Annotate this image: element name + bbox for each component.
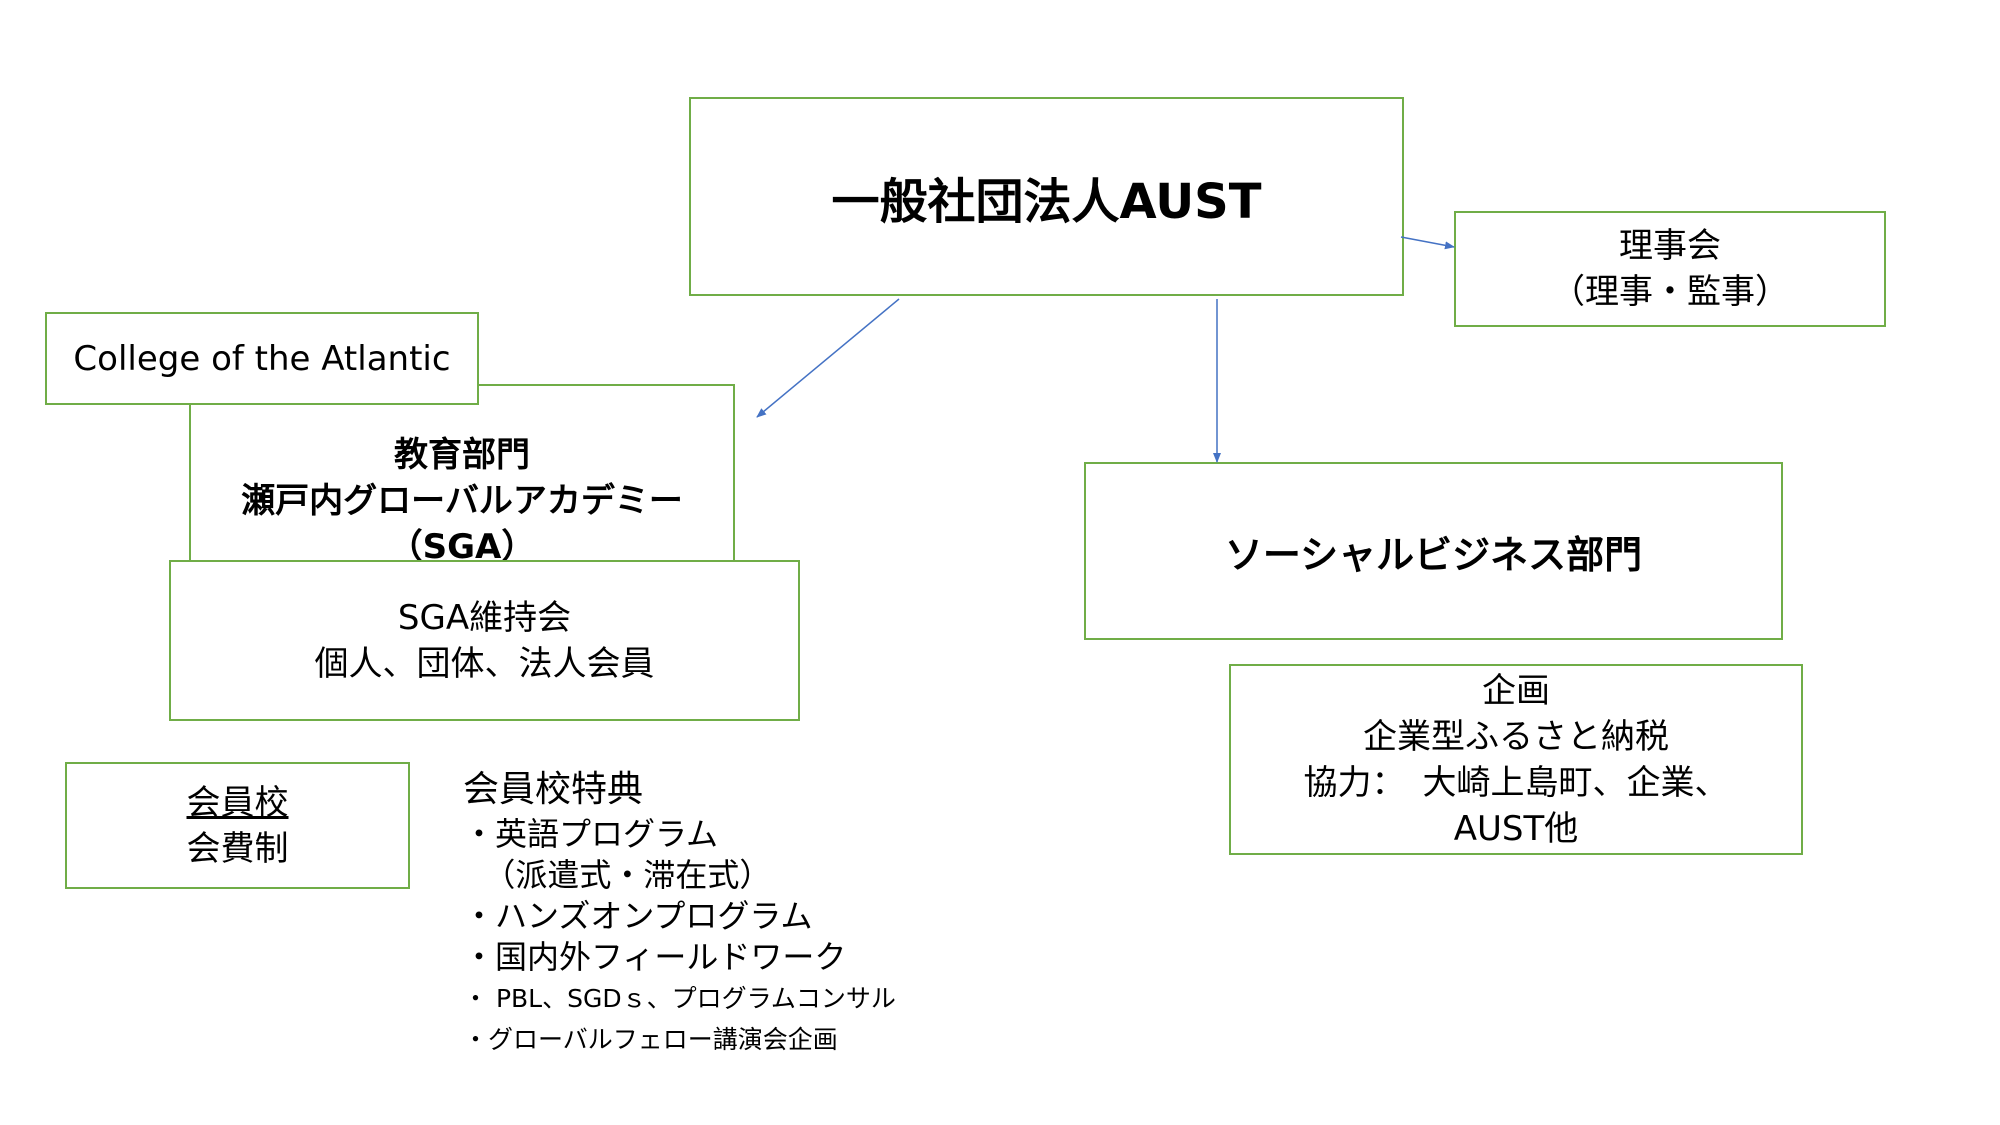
social-business-label: ソーシャルビジネス部門 (1224, 532, 1643, 577)
node-project: 企画 企業型ふるさと納税 協力： 大崎上島町、企業、 AUST他 (1229, 664, 1803, 855)
project-line-2: 企業型ふるさと納税 (1363, 717, 1669, 757)
sga-line-2: 個人、団体、法人会員 (314, 643, 655, 684)
member-school-title: 会員校 (186, 782, 289, 823)
node-board: 理事会 （理事・監事） (1454, 211, 1886, 327)
benefit-item: ・英語プログラム (463, 815, 719, 853)
node-college-of-the-atlantic: College of the Atlantic (45, 312, 479, 405)
benefit-item: （派遣式・滞在式） (463, 856, 772, 894)
node-aust: 一般社団法人AUST (689, 97, 1404, 296)
benefit-item: ・ PBL、SGDｓ、プログラムコンサル (463, 984, 896, 1013)
arrow-aust-to-education (756, 298, 900, 418)
node-social-business-division: ソーシャルビジネス部門 (1084, 462, 1783, 640)
node-sga-support-association: SGA維持会 個人、団体、法人会員 (169, 560, 800, 721)
sga-line-1: SGA維持会 (397, 597, 572, 638)
benefit-item: ・グローバルフェロー講演会企画 (463, 1025, 838, 1054)
node-member-school: 会員校 会費制 (65, 762, 410, 889)
education-line-1: 教育部門 (394, 435, 530, 475)
member-school-fee: 会費制 (186, 828, 289, 869)
board-title: 理事会 (1619, 226, 1721, 266)
member-benefits-list: 会員校特典 ・英語プログラム （派遣式・滞在式） ・ハンズオンプログラム ・国内… (463, 766, 896, 1060)
benefit-item: ・国内外フィールドワーク (463, 938, 847, 976)
benefit-item: ・ハンズオンプログラム (463, 897, 813, 935)
education-line-2: 瀬戸内グローバルアカデミー (241, 481, 683, 521)
project-line-1: 企画 (1482, 671, 1550, 711)
benefits-title: 会員校特典 (463, 769, 644, 810)
board-subtitle: （理事・監事） (1551, 272, 1789, 312)
college-label: College of the Atlantic (73, 338, 451, 379)
project-line-4: AUST他 (1453, 809, 1579, 849)
project-line-3: 協力： 大崎上島町、企業、 (1303, 763, 1729, 803)
node-education-division: 教育部門 瀬戸内グローバルアカデミー （SGA） (189, 384, 735, 584)
node-aust-label: 一般社団法人AUST (831, 173, 1262, 230)
arrow-aust-to-board (1400, 236, 1455, 250)
